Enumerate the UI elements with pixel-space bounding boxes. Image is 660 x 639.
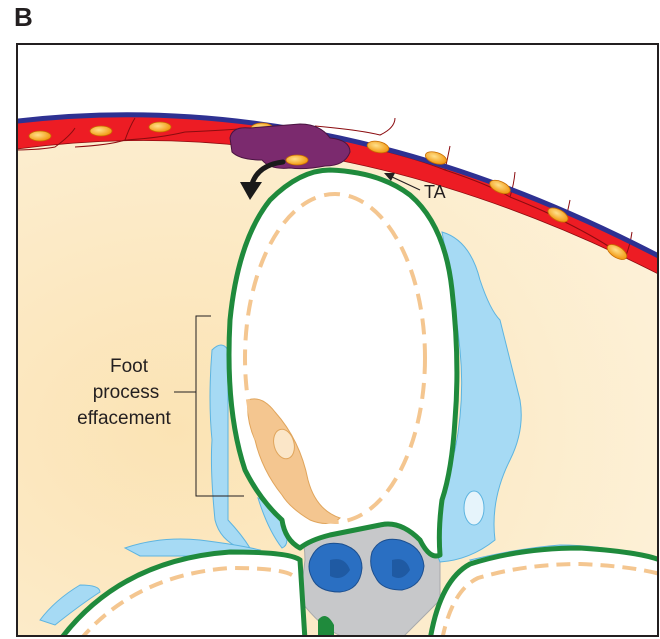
label-ta: TA (424, 182, 446, 202)
label-process: process (93, 382, 160, 403)
label-effacement: effacement (77, 408, 171, 429)
label-foot: Foot (110, 356, 149, 377)
migrating-cell-nucleus (286, 155, 308, 165)
capillary-loop-main (229, 170, 457, 556)
podocyte-nucleus (464, 491, 484, 525)
